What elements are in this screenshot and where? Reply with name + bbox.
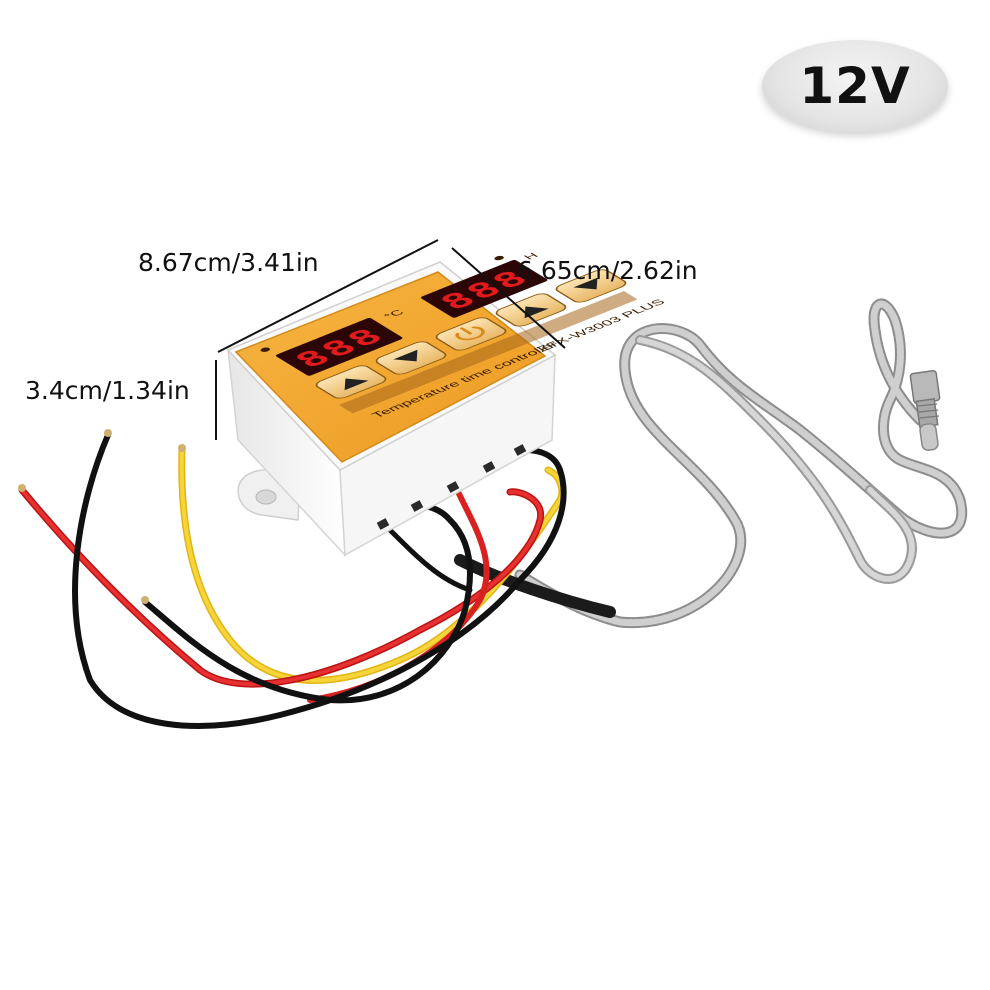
voltage-label: 12V [799, 57, 911, 115]
power-icon [455, 326, 485, 341]
height-dimension-label: 3.4cm/1.34in [25, 376, 190, 405]
arrow-down-icon [393, 349, 418, 362]
arrow-down-icon [573, 277, 598, 290]
dimension-lines [215, 239, 566, 440]
voltage-badge: 12V [762, 40, 948, 132]
arrow-up-icon [524, 306, 549, 319]
width-dimension-label: 8.67cm/3.41in [138, 248, 319, 277]
time-up-button[interactable] [493, 292, 569, 328]
probe-fitting [909, 369, 941, 451]
wire-bundle [18, 429, 567, 729]
temp-up-button[interactable] [313, 364, 389, 400]
depth-dimension-label: 6.65cm/2.62in [517, 256, 698, 285]
power-button[interactable] [433, 316, 509, 352]
temperature-probe [454, 298, 968, 629]
time-unit: H [521, 251, 541, 261]
temp-down-button[interactable] [373, 340, 449, 376]
arrow-up-icon [344, 378, 369, 391]
time-down-button[interactable] [553, 268, 629, 304]
